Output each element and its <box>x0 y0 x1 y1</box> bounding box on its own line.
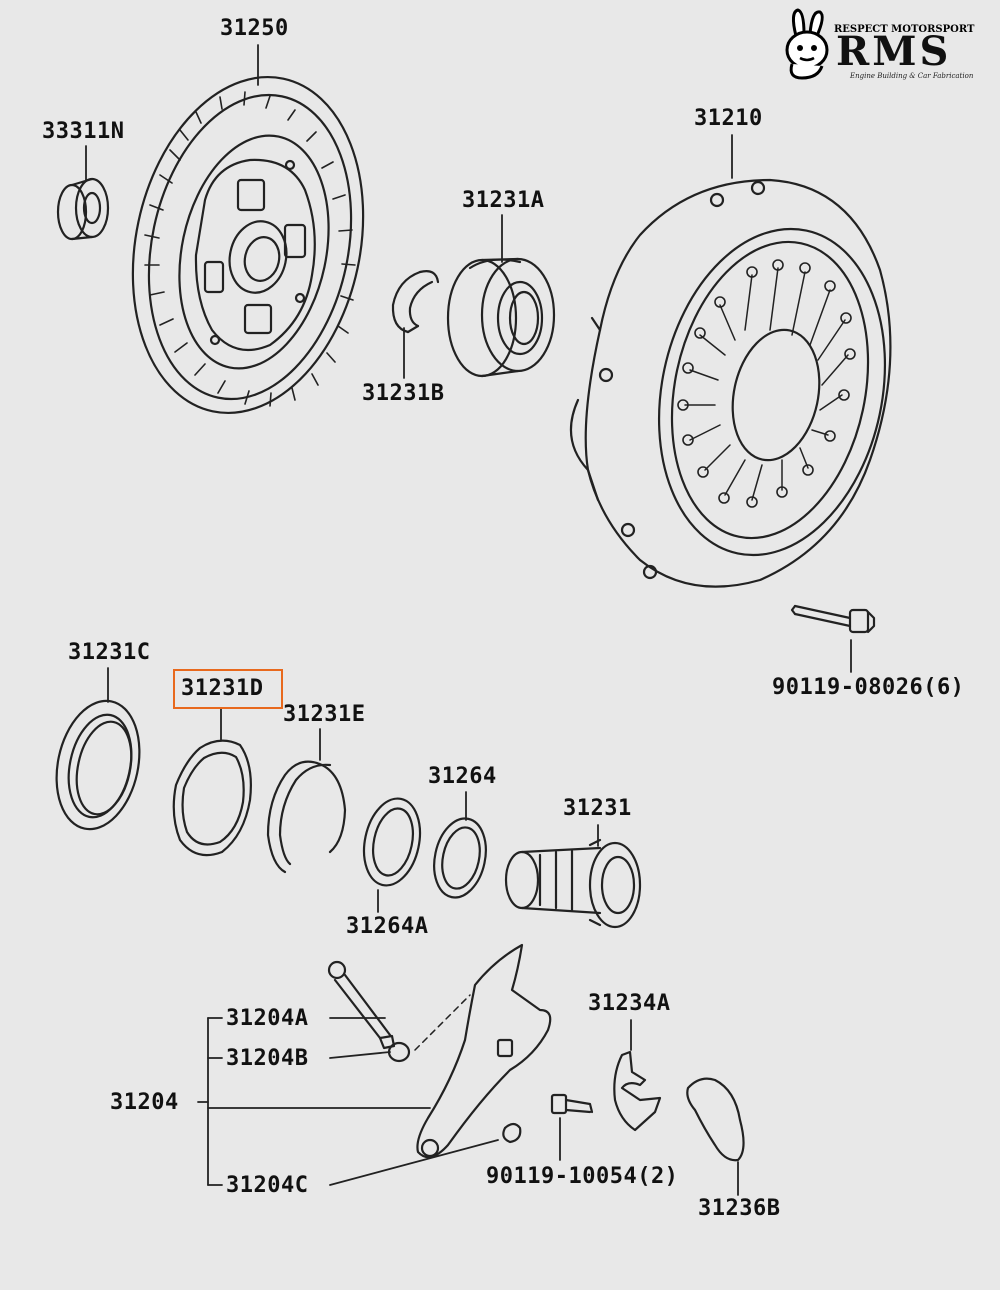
part-label-31236B[interactable]: 31236B <box>698 1196 781 1221</box>
shim-drawing <box>433 817 487 899</box>
part-label-31204[interactable]: 31204 <box>110 1090 179 1115</box>
fork-bolt-drawing <box>550 1093 594 1115</box>
fork-bracket-drawing <box>613 1050 662 1132</box>
part-label-31231B[interactable]: 31231B <box>362 381 445 406</box>
oil-seal-drawing <box>55 699 141 831</box>
part-label-31204C[interactable]: 31204C <box>226 1173 309 1198</box>
fork-boot-drawing <box>686 1077 745 1162</box>
part-label-31231E[interactable]: 31231E <box>283 702 366 727</box>
part-label-31264[interactable]: 31264 <box>428 764 497 789</box>
part-label-33311N[interactable]: 33311N <box>42 119 125 144</box>
snap-ring-drawing <box>391 270 434 334</box>
part-label-31204A[interactable]: 31204A <box>226 1006 309 1031</box>
highlight-box <box>173 669 283 709</box>
bearing-sleeve-drawing <box>504 838 642 929</box>
part-label-31204B[interactable]: 31204B <box>226 1046 309 1071</box>
release-bearing-drawing <box>446 257 556 378</box>
part-label-31234A[interactable]: 31234A <box>588 991 671 1016</box>
part-label-31231A[interactable]: 31231A <box>462 188 545 213</box>
release-fork-drawing <box>327 943 552 1159</box>
part-label-90119-08026[interactable]: 90119-08026(6) <box>772 675 965 700</box>
pilot-bearing-drawing <box>56 177 110 241</box>
part-label-31231D[interactable]: 31231D <box>181 676 264 701</box>
wave-ring-drawing <box>172 739 252 857</box>
shim-a-drawing <box>362 797 422 887</box>
leader-lines <box>85 44 852 1196</box>
rms-logo: RESPECT MOTORSPORT RMS Engine Building &… <box>778 6 986 82</box>
part-label-90119-10054[interactable]: 90119-10054(2) <box>486 1164 679 1189</box>
retaining-ring-drawing <box>266 760 347 874</box>
part-label-31250[interactable]: 31250 <box>220 16 289 41</box>
rabbit-mascot-icon <box>785 8 829 80</box>
part-label-31231[interactable]: 31231 <box>563 796 632 821</box>
part-label-31231C[interactable]: 31231C <box>68 640 151 665</box>
pressure-plate-drawing <box>569 178 892 588</box>
clutch-disc-drawing <box>131 75 365 415</box>
logo-main-text: RMS <box>836 28 952 75</box>
part-label-31264A[interactable]: 31264A <box>346 914 429 939</box>
fork-clip-drawing <box>502 1122 522 1144</box>
logo-top-text: RESPECT MOTORSPORT <box>834 24 975 35</box>
pressure-plate-bolt-drawing <box>790 604 876 634</box>
part-label-31210[interactable]: 31210 <box>694 106 763 131</box>
logo-sub-text: Engine Building & Car Fabrication <box>850 72 974 80</box>
